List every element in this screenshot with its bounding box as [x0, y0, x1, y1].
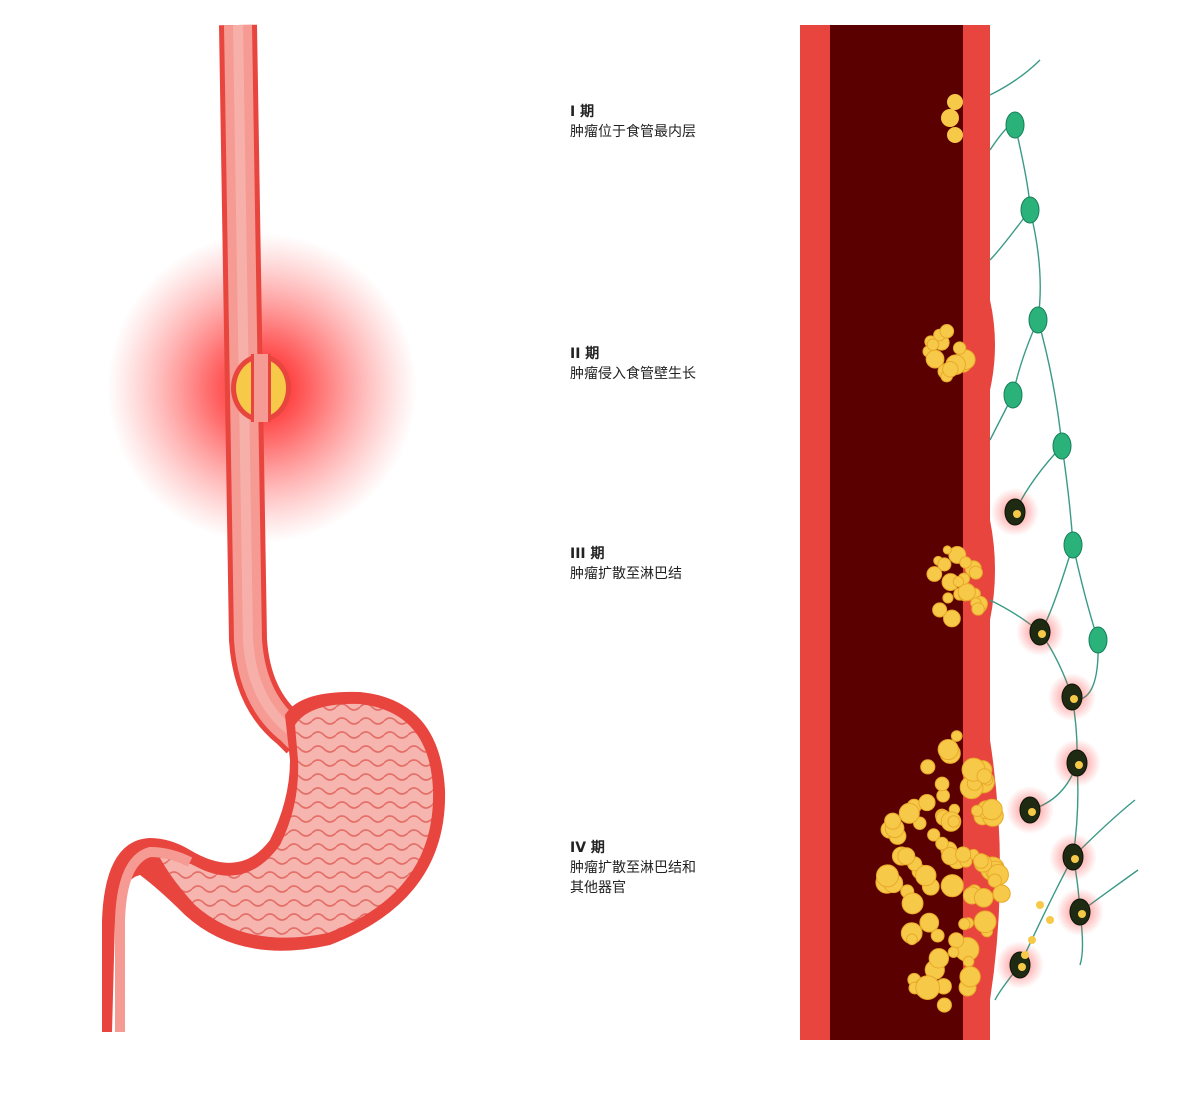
tumor-cell [926, 566, 943, 582]
tumor-cell [942, 545, 952, 555]
tumor-cell [941, 109, 959, 127]
tumor-cell [901, 892, 924, 915]
lymph-node [1088, 626, 1108, 654]
tumor-cell [947, 946, 960, 958]
tumor-cell [950, 730, 963, 742]
tumor-cell [959, 556, 972, 569]
lymph-node [1005, 111, 1025, 139]
tumor-cell [915, 975, 940, 1000]
tumor-cell [973, 910, 997, 934]
tumor-cell [973, 853, 989, 869]
lymph-vessel [989, 209, 1041, 441]
esophagus-tumor [231, 354, 291, 422]
stage-title: II 期 [570, 346, 600, 362]
tumor-cell [898, 802, 920, 824]
tumor-cell [927, 828, 941, 842]
tumor-cell [948, 932, 965, 949]
tumor-cell [918, 793, 936, 812]
tumor-cell [919, 912, 940, 933]
tumor-cell [952, 341, 967, 355]
tumor-cell [937, 557, 952, 572]
tumor-cell [936, 997, 952, 1013]
tumor-cell [958, 917, 971, 931]
tumor-cell [955, 846, 972, 863]
tumor-cell [925, 349, 945, 369]
metastasis-cell [1078, 910, 1086, 918]
stage-1-label: I 期 肿瘤位于食管最内层 [570, 102, 696, 142]
tumor-cell [973, 887, 994, 908]
tumor-cell [939, 323, 955, 339]
lymph-vessel [989, 123, 1031, 261]
stage-2-label: II 期 肿瘤侵入食管壁生长 [570, 344, 696, 384]
metastasis-cell [1036, 901, 1044, 909]
lymph-vessel [989, 59, 1041, 96]
tumor-cell [947, 815, 960, 828]
wall-tumors [875, 94, 1011, 1013]
metastasis-cell [1070, 695, 1078, 703]
tumor-cell [968, 565, 983, 580]
metastasis-cell [1028, 808, 1036, 816]
tumor-cell [970, 804, 984, 817]
tumor-cell [926, 338, 940, 351]
tumor-cell [942, 360, 959, 378]
tumor-cell [942, 592, 954, 604]
tumor-cell [928, 948, 950, 969]
lymph-network [989, 59, 1139, 1001]
stage-description: 肿瘤位于食管最内层 [570, 124, 696, 140]
tumor-cell [981, 798, 1003, 821]
metastasis-cell [1018, 963, 1026, 971]
stage-title: I 期 [570, 104, 595, 120]
metastasis-cell [1013, 510, 1021, 518]
metastasis-cell [1071, 855, 1079, 863]
metastasis-cell [1046, 916, 1054, 924]
tumor-cell [943, 609, 961, 628]
tumor-cell [897, 847, 916, 866]
lymph-node [1052, 432, 1072, 460]
stage-description: 肿瘤侵入食管壁生长 [570, 366, 696, 382]
tumor-cell [936, 788, 950, 803]
tumor-cell [947, 94, 963, 110]
lymph-node [1020, 196, 1040, 224]
stage-description: 肿瘤扩散至淋巴结 [570, 566, 682, 582]
stage-3-label: III 期 肿瘤扩散至淋巴结 [570, 544, 682, 584]
tumor-cell [875, 864, 899, 888]
stage-title: IV 期 [570, 840, 605, 856]
tumor-cell [959, 966, 981, 988]
metastasis-cell [1075, 761, 1083, 769]
tumor-cell [932, 602, 948, 618]
tumor-cell [934, 776, 950, 792]
lymph-node [1028, 306, 1048, 334]
tumor-cell [952, 576, 965, 588]
lymph-node [1003, 381, 1023, 409]
metastasis-cell [1028, 936, 1036, 944]
stage-4-label: IV 期 肿瘤扩散至淋巴结和 其他器官 [570, 838, 696, 898]
lymph-node [1063, 531, 1083, 559]
tumor-cell [935, 836, 949, 851]
tumor-cell [971, 602, 985, 616]
stage-title: III 期 [570, 546, 605, 562]
tumor-cell [962, 955, 975, 968]
tumor-cell [920, 759, 936, 775]
tumor-cell [937, 738, 959, 761]
tumor-cell [884, 812, 902, 830]
tumor-cell [906, 933, 918, 946]
tumor-cell [987, 873, 1002, 888]
tumor-cell [992, 884, 1011, 903]
tumor-cell [940, 874, 964, 898]
tumor-cell [976, 768, 993, 784]
stomach [102, 691, 446, 1032]
metastasis-cell [1038, 630, 1046, 638]
metastasis-cell [1021, 951, 1029, 959]
tumor-cell [915, 864, 937, 887]
tumor-cell [947, 127, 963, 143]
tumor-cell [930, 928, 945, 943]
stage-description: 肿瘤扩散至淋巴结和 其他器官 [570, 860, 696, 896]
